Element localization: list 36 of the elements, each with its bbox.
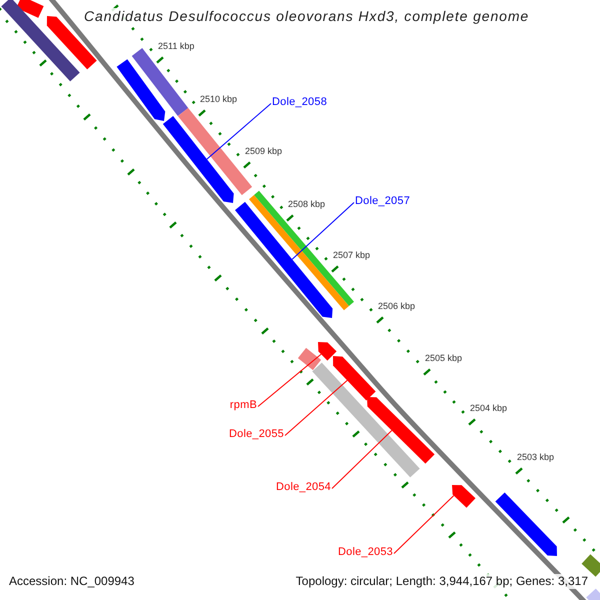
- gene-feature: [495, 492, 557, 556]
- gene-label: Dole_2057: [355, 195, 410, 208]
- scale-label: 2506 kbp: [378, 301, 416, 312]
- gene-band: [298, 348, 322, 370]
- gene-label: Dole_2053: [338, 546, 393, 559]
- scale-label: 2504 kbp: [470, 403, 508, 414]
- gene-band: [16, 0, 44, 18]
- gene-label: Dole_2054: [276, 481, 331, 494]
- scale-label: 2503 kbp: [517, 452, 554, 463]
- gene-feature: [162, 116, 234, 203]
- map-title: Candidatus Desulfococcus oleovorans Hxd3, complete genome: [84, 8, 530, 25]
- gene-label: Dole_2058: [272, 96, 328, 109]
- gene-feature: [116, 59, 166, 121]
- gene-band: [312, 362, 420, 478]
- accession-text: Accession: NC_009943: [9, 574, 134, 589]
- leader-line: [206, 103, 272, 160]
- scale-label: 2509 kbp: [245, 146, 282, 157]
- scale-label: 2505 kbp: [425, 353, 462, 364]
- gene-feature: [235, 202, 333, 318]
- gene-band: [1, 0, 80, 82]
- leader-line: [332, 430, 392, 489]
- leader-line: [292, 202, 354, 260]
- scale-label: 2507 kbp: [333, 250, 370, 261]
- leader-line: [284, 380, 348, 436]
- gene-feature: [333, 356, 376, 400]
- gene-feature: [367, 397, 435, 464]
- leader-line: [394, 495, 454, 554]
- gene-label: rpmB: [230, 399, 257, 412]
- gene-band: [586, 588, 600, 600]
- scale-label: 2510 kbp: [200, 94, 238, 105]
- gene-feature: [452, 485, 476, 508]
- gene-band: [582, 554, 600, 577]
- genome-info-text: Topology: circular; Length: 3,944,167 bp; Genes: 3,317: [296, 574, 588, 589]
- gene-label: Dole_2055: [228, 428, 284, 441]
- scale-label: 2508 kbp: [288, 199, 326, 210]
- scale-label: 2511 kbp: [158, 41, 194, 52]
